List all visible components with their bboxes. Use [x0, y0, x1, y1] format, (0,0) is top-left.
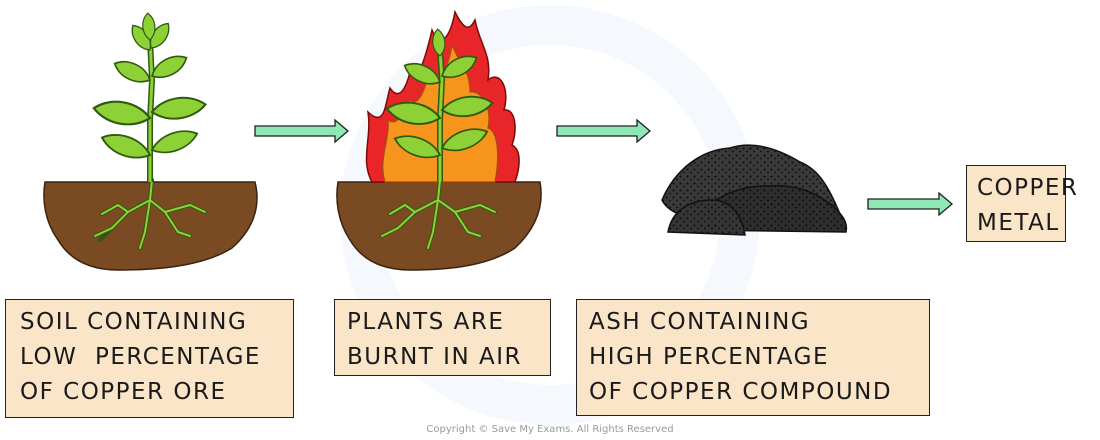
label-line: OF COPPER COMPOUND — [589, 379, 893, 405]
label-ash-containing-copper-compound: ASH CONTAINING HIGH PERCENTAGE OF COPPER… — [576, 299, 930, 416]
label-line: METAL — [977, 210, 1060, 236]
label-line: LOW PERCENTAGE — [20, 344, 261, 370]
copyright-notice: Copyright © Save My Exams. All Rights Re… — [426, 424, 674, 435]
label-soil-containing-copper-ore: SOIL CONTAINING LOW PERCENTAGE OF COPPER… — [5, 299, 294, 418]
plant-in-soil-illustration — [43, 11, 258, 271]
label-line: BURNT IN AIR — [347, 344, 522, 370]
arrow-1 — [254, 118, 350, 144]
label-copper-metal: COPPER METAL — [966, 165, 1079, 242]
arrow-2 — [556, 118, 652, 144]
soil-mound — [336, 181, 542, 271]
label-line: HIGH PERCENTAGE — [589, 344, 829, 370]
arrow-3 — [867, 191, 954, 217]
label-line: OF COPPER ORE — [20, 379, 227, 405]
roots-inner — [94, 179, 206, 249]
label-line: SOIL CONTAINING — [20, 309, 248, 335]
label-plants-burnt: PLANTS ARE BURNT IN AIR — [334, 299, 551, 376]
label-line: COPPER — [977, 175, 1079, 201]
ash-pile-illustration — [661, 144, 848, 236]
label-line: ASH CONTAINING — [589, 309, 811, 335]
burning-plant-illustration — [336, 9, 542, 271]
soil-mound — [43, 181, 258, 271]
label-line: PLANTS ARE — [347, 309, 505, 335]
